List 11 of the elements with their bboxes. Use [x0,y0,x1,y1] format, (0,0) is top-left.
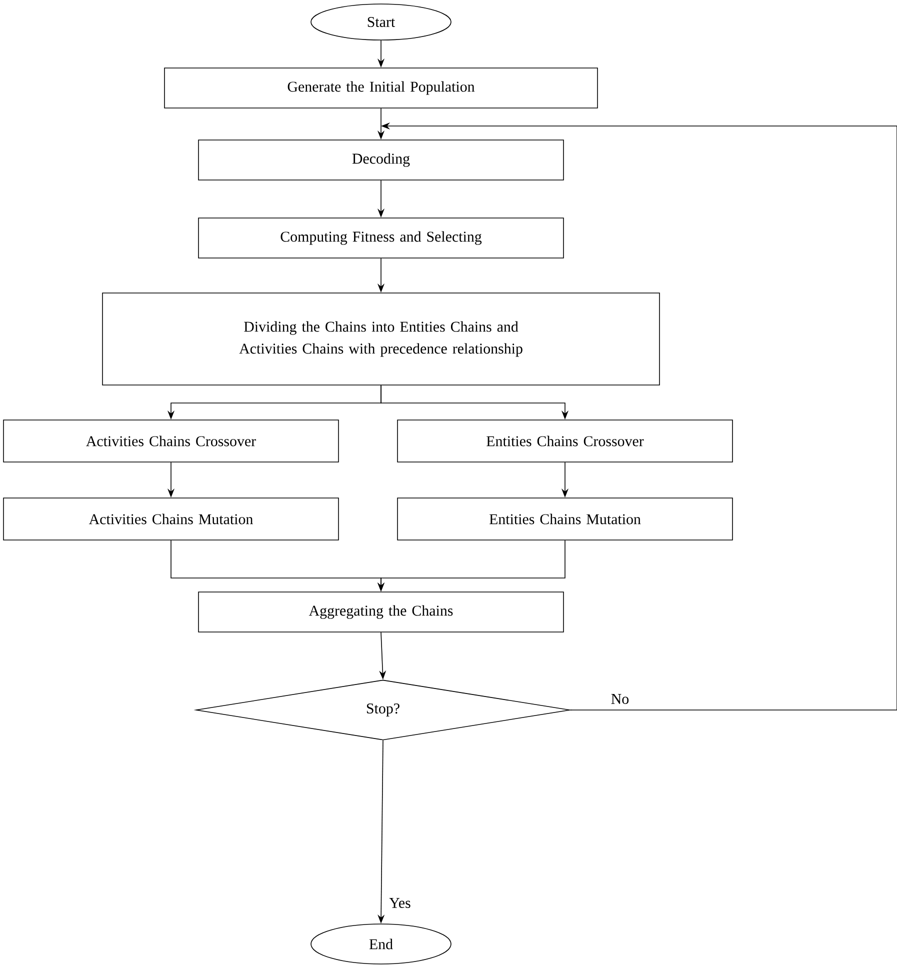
process-box: Generate the Initial Population [164,68,598,108]
edge-label: Yes [388,897,412,909]
edge-label: No [610,693,630,705]
process-box: Dividing the Chains into Entities Chains and Activities Chains with precedence relationship [102,292,660,386]
process-box: Entities Chains Mutation [397,498,733,540]
process-box: Activities Chains Mutation [3,498,339,540]
process-box: Decoding [198,140,564,180]
process-box: Entities Chains Crossover [397,420,733,462]
process-box: Activities Chains Crossover [3,420,339,462]
process-box: Aggregating the Chains [198,592,564,632]
process-box: Computing Fitness and Selecting [198,218,564,258]
